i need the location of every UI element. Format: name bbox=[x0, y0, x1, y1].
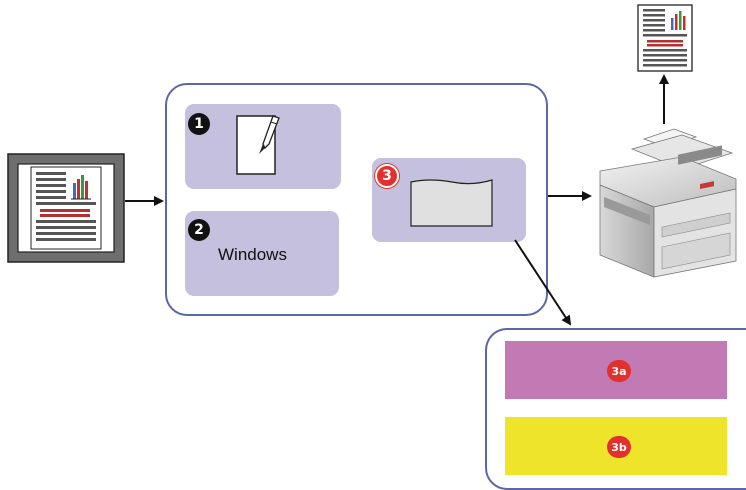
step3b-badge: 3b bbox=[607, 436, 631, 458]
step3-driver-panel: 3 bbox=[372, 158, 526, 242]
windows-label: Windows bbox=[218, 245, 287, 264]
step3-badge: 3 bbox=[375, 164, 399, 188]
step2-windows-panel: 2 Windows bbox=[185, 211, 339, 296]
arrow-driver-to-options bbox=[514, 239, 572, 326]
monitor-document-icon bbox=[7, 153, 125, 263]
pencil-paper-icon bbox=[235, 112, 283, 180]
printed-document-icon bbox=[637, 4, 693, 72]
step1-application-panel: 1 bbox=[185, 104, 341, 189]
step2-badge: 2 bbox=[188, 219, 210, 241]
printer-icon bbox=[592, 127, 738, 287]
step1-badge: 1 bbox=[188, 113, 210, 135]
step3a-bar: 3a bbox=[505, 341, 727, 399]
step3b-bar: 3b bbox=[505, 417, 727, 475]
window-icon bbox=[410, 174, 494, 228]
step3a-badge: 3a bbox=[607, 360, 631, 382]
